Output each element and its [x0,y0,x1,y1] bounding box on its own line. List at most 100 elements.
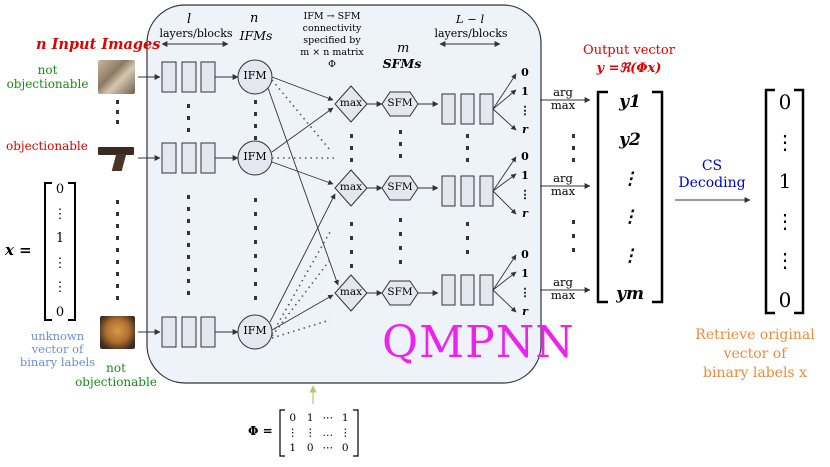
class-output: ⋮ [519,104,531,117]
max-node-label: max [339,181,363,193]
ifm-count-label: IFMs [239,28,273,43]
x-entry: ⋮ [53,255,67,271]
phi-cell: … [322,426,334,439]
class-fanout-arrows [492,73,517,313]
decoding-label: Decoding [678,175,746,191]
max-node-label: max [339,97,363,109]
phi-cell: 1 [306,411,314,424]
output-entry: y2 [619,130,641,151]
result-entry: 1 [778,169,792,194]
x-entry: ⋮ [53,206,67,222]
input-images-heading: n Input Images [36,36,161,53]
result-entry: 0 [778,90,792,114]
ifm-node-label: IFM [243,150,267,163]
argmax-label: arg max [550,85,576,113]
class-output: 1 [521,169,529,182]
class-output: ⋮ [519,188,531,201]
sfm-block-arrows [418,101,439,296]
class-outputs-1: 0 1 ⋮ r [518,66,532,136]
not-objectionable-label: not objectionable [6,63,89,91]
class-output: 0 [521,248,529,261]
phi-matrix-grid: 0 1 ⋯ 1 ⋮ ⋮ … ⋮ 1 0 ⋯ 0 [284,410,354,456]
x-vector-entries: 0 ⋮ 1 ⋮ ⋮ 0 [51,182,69,320]
phi-cell: 1 [341,411,349,424]
output-vector-formula: y =ℜ(Φx) [596,61,662,76]
phi-cell: ⋯ [322,411,334,424]
not-objectionable-bottom-label: not objectionable [75,361,157,389]
class-output: r [522,207,528,220]
max-node-label: max [339,286,363,298]
ifm-max-connections [267,76,339,331]
output-entry: ym [616,283,644,304]
n-label: n [250,11,259,26]
class-output: 0 [521,150,529,163]
phi-cell: 0 [289,411,297,424]
output-vector-brackets [596,90,664,304]
x-vector-brackets [44,182,76,321]
class-output: ⋮ [519,286,531,299]
output-entry: y1 [619,92,641,112]
max-sfm-arrows [367,101,383,296]
x-entry: 0 [55,182,65,197]
sfm-nodes [381,91,419,306]
class-output: r [522,305,528,318]
phi-cell: ⋯ [322,442,334,455]
phi-cell: ⋮ [305,426,316,439]
output-vector-title: Output vector [583,43,675,58]
output-entry: ⋮ [621,245,639,266]
input-arrows [138,74,239,335]
Ll-label: L − l [455,12,485,26]
Ll-sub-label: layers/blocks [434,27,508,40]
output-layer-blocks [441,93,494,306]
l-label: l [187,12,192,27]
gun-image [98,145,135,172]
max-nodes [334,85,368,312]
input-layer-blocks [161,61,216,348]
dog-image [100,316,135,349]
result-entry: ⋮ [775,208,795,233]
argmax-arrows [540,97,591,293]
objectionable-label: objectionable [6,139,88,153]
sfm-node-label: SFM [387,181,413,193]
ifm-node-label: IFM [243,69,267,82]
class-output: 1 [521,85,529,98]
phi-cell: 1 [289,442,297,455]
phi-cell: 0 [306,442,314,455]
ifm-node-label: IFM [243,324,267,337]
phi-cell: ⋮ [287,426,299,439]
unknown-vector-caption: unknown vector of binary labels [19,329,96,370]
sfm-node-label: SFM [387,286,413,298]
output-entry: ⋮ [621,207,639,228]
class-outputs-3: 0 1 ⋮ r [518,248,532,318]
phi-cell: ⋮ [340,426,351,439]
sfm-node-label: SFM [387,97,413,109]
result-entry: ⋮ [775,129,795,154]
retrieve-caption: Retrieve original vector of binary label… [695,327,815,381]
x-entry: 1 [55,231,65,247]
phi-symbol: Φ = [248,424,273,438]
x-entry: ⋮ [53,280,67,296]
class-outputs-2: 0 1 ⋮ r [518,150,532,220]
result-entry: 0 [778,287,792,312]
output-vector-entries: y1 y2 ⋮ ⋮ ⋮ ym [603,92,657,304]
argmax-label: arg max [550,275,576,303]
result-entry: ⋮ [775,248,795,273]
output-entry: ⋮ [621,168,639,189]
cat-image [98,60,135,94]
x-entry: 0 [55,304,65,320]
result-vector-brackets [764,88,805,315]
cs-label: CS [701,158,723,174]
l-sub-label: layers/blocks [159,27,233,40]
dotted-connections [271,79,335,339]
result-vector-entries: 0 ⋮ 1 ⋮ ⋮ 0 [770,90,800,312]
sfm-count-label: SFMs [382,56,422,71]
x-symbol: x = [5,241,32,259]
class-output: 0 [521,66,529,79]
connectivity-label: IFM → SFM connectivity specified by m × … [300,11,364,70]
phi-cell: 0 [341,442,349,455]
vertical-dots [116,100,575,300]
ifm-nodes [237,59,273,350]
class-output: 1 [521,267,529,280]
